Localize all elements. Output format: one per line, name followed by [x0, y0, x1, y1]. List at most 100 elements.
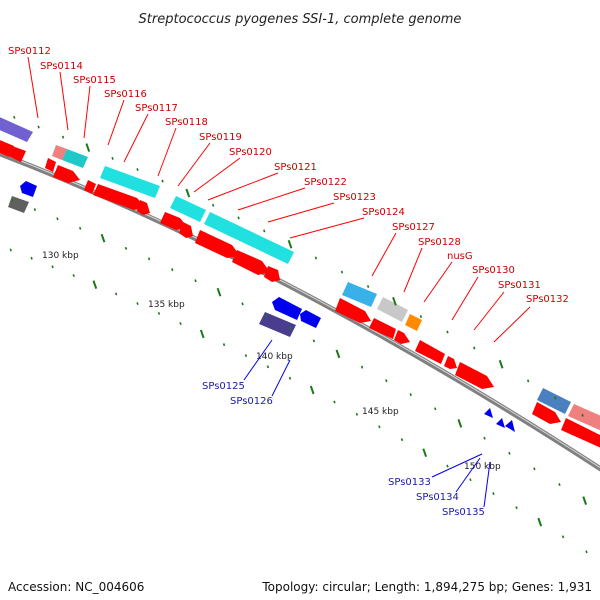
minor-tick [161, 179, 164, 183]
feature-cyan-1[interactable] [62, 149, 88, 168]
minor-tick [378, 425, 381, 429]
gene-arrow[interactable] [369, 318, 396, 339]
major-tick [185, 188, 191, 198]
minor-tick [56, 217, 59, 221]
gene-label[interactable]: SPs0112 [8, 46, 51, 57]
minor-tick [288, 376, 292, 380]
gene-arrow[interactable] [415, 340, 445, 364]
minor-tick [136, 302, 139, 306]
minor-tick [446, 330, 449, 334]
minor-tick [72, 274, 75, 278]
gene-arrow[interactable] [264, 266, 280, 282]
gene-arrow[interactable] [455, 362, 494, 389]
gene-label[interactable]: SPs0130 [472, 265, 515, 276]
gene-arrow[interactable] [335, 298, 371, 323]
minor-tick [355, 412, 359, 416]
feature-cyan-4[interactable] [204, 212, 294, 264]
gene-label[interactable]: SPs0116 [104, 89, 147, 100]
gene-label[interactable]: SPs0125 [202, 381, 245, 392]
gene-label[interactable]: SPs0124 [362, 207, 405, 218]
gene-label[interactable]: SPs0133 [388, 477, 431, 488]
minor-tick [9, 248, 12, 252]
forward-labels: SPs0112 SPs0114 SPs0115 SPs0116 SPs0117 … [8, 46, 569, 305]
major-tick [287, 239, 293, 249]
gene-label[interactable]: SPs0126 [230, 396, 273, 407]
gene-label[interactable]: SPs0122 [304, 177, 347, 188]
major-tick [199, 329, 205, 339]
gene-arrow[interactable] [444, 356, 457, 369]
major-tick [422, 448, 428, 458]
minor-tick [526, 379, 530, 383]
gene-arrow[interactable] [532, 402, 561, 424]
major-tick [392, 297, 397, 306]
gene-dark-1[interactable] [8, 196, 29, 213]
major-tick [498, 359, 504, 369]
gene-label[interactable]: SPs0120 [229, 147, 272, 158]
gene-label[interactable]: SPs0127 [392, 222, 435, 233]
minor-tick [446, 464, 449, 468]
gene-arrow[interactable] [8, 146, 26, 162]
gene-arrow[interactable] [179, 222, 193, 238]
reverse-label-leaders [243, 339, 491, 508]
minor-tick [147, 257, 151, 261]
minor-tick [561, 535, 565, 539]
gene-arrow[interactable] [160, 212, 188, 230]
minor-tick [30, 256, 33, 260]
gene-label[interactable]: SPs0135 [442, 507, 485, 518]
minor-tick [171, 268, 174, 272]
feature-blue-1[interactable] [342, 282, 377, 307]
gene-arrow[interactable] [53, 165, 80, 183]
minor-tick [244, 354, 248, 358]
gene-arrow-reverse[interactable] [300, 310, 321, 328]
feature-pink-1[interactable] [52, 145, 67, 160]
gene-arrow[interactable] [232, 250, 270, 275]
gene-arrow[interactable] [45, 158, 56, 172]
feature-gray-1[interactable] [377, 297, 408, 322]
minor-tick [314, 256, 318, 260]
feature-cyan-3[interactable] [170, 196, 206, 222]
minor-tick [33, 208, 37, 212]
gene-label[interactable]: SPs0121 [274, 162, 317, 173]
feature-blue-2[interactable] [537, 388, 571, 414]
feature-orange-1[interactable] [405, 314, 422, 331]
gene-arrow-reverse[interactable] [496, 418, 505, 428]
gene-label[interactable]: SPs0118 [165, 117, 208, 128]
gene-arrow[interactable] [394, 330, 410, 344]
backbone-highlight [0, 152, 600, 469]
gene-label[interactable]: SPs0119 [199, 132, 242, 143]
minor-tick [266, 365, 270, 369]
minor-tick [263, 229, 266, 233]
gene-arrow[interactable] [93, 184, 145, 210]
gene-arrow-reverse[interactable] [484, 408, 493, 418]
gene-arrow[interactable] [137, 200, 150, 215]
feature-pink-2[interactable] [568, 404, 600, 432]
minor-tick [533, 467, 536, 471]
gene-label[interactable]: SPs0117 [135, 103, 178, 114]
minor-tick [241, 302, 244, 306]
gene-label[interactable]: SPs0123 [333, 192, 376, 203]
gene-label[interactable]: SPs0114 [40, 61, 83, 72]
gene-label[interactable]: SPs0115 [73, 75, 116, 86]
gene-label[interactable]: SPs0132 [526, 294, 569, 305]
reverse-labels: SPs0125 SPs0126 SPs0133 SPs0134 SPs0135 [202, 381, 485, 518]
gene-label[interactable]: SPs0134 [416, 492, 459, 503]
gene-label[interactable]: nusG [447, 251, 473, 262]
forward-genes [0, 140, 600, 452]
gene-arrow[interactable] [84, 180, 96, 194]
minor-tick [157, 311, 161, 315]
minor-tick [79, 226, 82, 230]
minor-tick [37, 125, 40, 129]
gene-label[interactable]: SPs0131 [498, 280, 541, 291]
minor-tick [400, 438, 404, 442]
minor-tick [288, 326, 292, 330]
minor-tick [515, 506, 518, 510]
gene-arrow[interactable] [561, 418, 600, 452]
gene-arrow-reverse[interactable] [272, 297, 302, 320]
gene-arrow-reverse[interactable] [505, 420, 515, 432]
gene-label[interactable]: SPs0128 [418, 237, 461, 248]
gene-arrow[interactable] [195, 230, 240, 258]
gene-arrow-reverse[interactable] [20, 181, 37, 197]
feature-cyan-2[interactable] [100, 166, 160, 198]
gene-dark-2[interactable] [259, 312, 296, 337]
feature-purple-1[interactable] [0, 115, 33, 142]
